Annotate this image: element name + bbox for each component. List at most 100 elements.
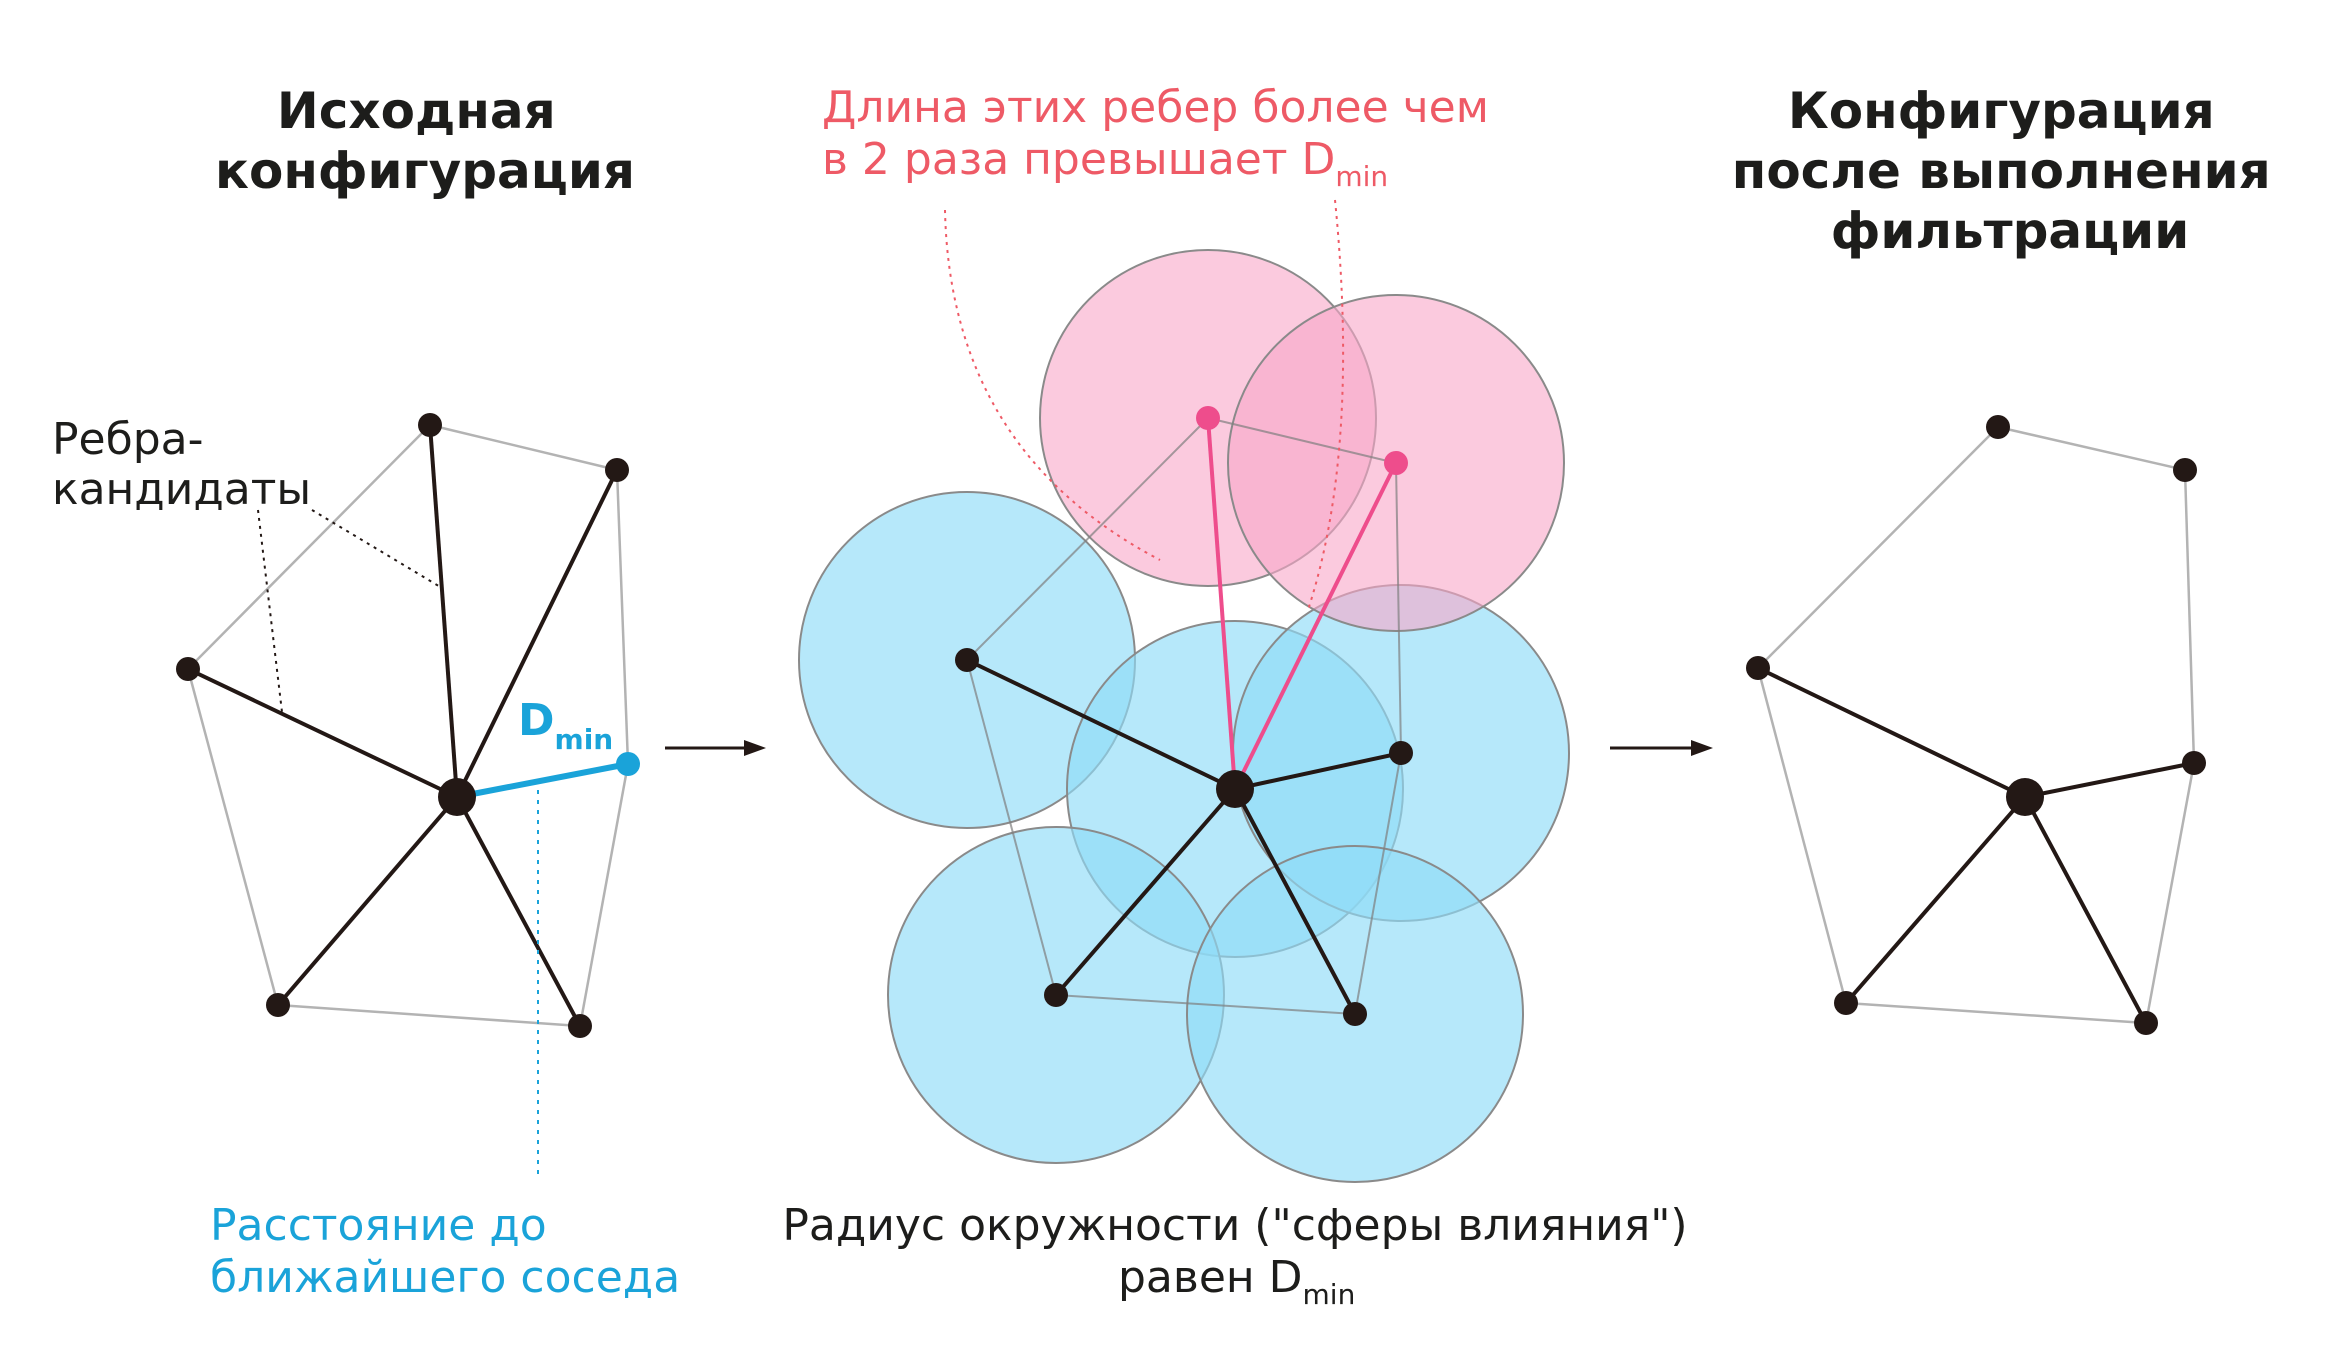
- spoke-edge: [1844, 795, 2027, 1005]
- long-edges-line2: в 2 раза превышает D: [822, 134, 1335, 185]
- spoke-edge: [276, 795, 459, 1007]
- candidate-edges-line2: кандидаты: [52, 464, 311, 515]
- center-node: [438, 778, 476, 816]
- center-node: [2006, 778, 2044, 816]
- long-edges: [1206, 417, 1398, 790]
- hull-edge: [277, 1003, 581, 1028]
- dmin-label-main: D: [518, 695, 555, 746]
- hull-edge: [1997, 425, 2186, 472]
- hull-edge: [1757, 426, 1999, 669]
- left-graph: Dmin Ребра- кандидаты Расстояние до ближ…: [52, 413, 680, 1303]
- left-title-line2: конфигурация: [215, 142, 635, 200]
- middle-graph: Длина этих ребер более чем в 2 раза прев…: [782, 82, 1687, 1311]
- spoke-edge: [2024, 761, 2195, 799]
- left-spokes: [187, 424, 619, 1027]
- candidate-pointer: [311, 509, 443, 589]
- spoke-edge: [455, 469, 619, 798]
- gray-edge: [1395, 462, 1402, 754]
- radius-line1: Радиус окружности ("сферы влияния"): [782, 1200, 1687, 1251]
- long-edges-sub: min: [1335, 160, 1388, 193]
- spoke-edge: [187, 667, 458, 799]
- left-nodes: [176, 413, 629, 1038]
- nearest-neighbor-node: [616, 752, 640, 776]
- long-edges-label: Длина этих ребер более чем в 2 раза прев…: [822, 82, 1503, 193]
- spoke-edge: [2023, 796, 2148, 1024]
- nearest-distance-line1: Расстояние до: [210, 1200, 547, 1251]
- right-graph: [1746, 415, 2206, 1035]
- hull-edge: [2183, 469, 2196, 764]
- radius-sub: min: [1303, 1278, 1356, 1311]
- right-spokes: [1757, 666, 2195, 1024]
- long-edges-line1: Длина этих ребер более чем: [822, 82, 1489, 133]
- gray-edge: [966, 417, 1209, 661]
- hull-edge: [1756, 667, 1848, 1004]
- hull-edge: [2144, 762, 2196, 1024]
- long-edge: [1206, 417, 1237, 790]
- node: [418, 413, 442, 437]
- right-title-line2: после выполнения: [1732, 142, 2271, 200]
- hull-edge: [186, 668, 280, 1006]
- left-title-line1: Исходная: [277, 82, 556, 140]
- dmin-label: Dmin: [518, 695, 613, 756]
- candidate-edges-line1: Ребра-: [52, 414, 204, 465]
- nearest-distance-line2: ближайшего соседа: [210, 1252, 680, 1303]
- dmin-edge: [456, 761, 629, 800]
- spoke-edge: [1757, 666, 2026, 799]
- node: [1384, 451, 1408, 475]
- right-hull-edges: [1756, 425, 2196, 1025]
- node: [1196, 406, 1220, 430]
- hull-edge: [578, 763, 630, 1027]
- node: [266, 993, 290, 1017]
- candidate-pointer: [257, 509, 283, 713]
- spoke-edge: [428, 424, 459, 798]
- spoke-edge: [966, 658, 1236, 791]
- hull-edge: [1845, 1001, 2147, 1025]
- right-title-line1: Конфигурация: [1788, 82, 2215, 140]
- spoke-edge: [1234, 751, 1402, 791]
- radius-line2: равен D: [1118, 1252, 1303, 1303]
- left-title: Исходная конфигурация: [215, 82, 635, 200]
- left-hull-edges: [186, 423, 630, 1028]
- node: [2182, 751, 2206, 775]
- node: [176, 657, 200, 681]
- arrow-1: [665, 740, 766, 756]
- node: [955, 648, 979, 672]
- gray-edge: [966, 659, 1057, 996]
- hull-edge: [615, 469, 630, 765]
- radius-label-2: равен Dmin: [1118, 1252, 1355, 1311]
- node: [1746, 656, 1770, 680]
- node: [1389, 741, 1413, 765]
- hull-edge: [429, 423, 618, 472]
- node: [1834, 991, 1858, 1015]
- gray-edge: [1207, 417, 1397, 464]
- node: [2173, 458, 2197, 482]
- pink-nodes: [1196, 406, 1408, 475]
- gray-edge: [1055, 994, 1356, 1015]
- long-edge-pointers: [944, 199, 1345, 611]
- node: [1986, 415, 2010, 439]
- middle-gray-edges: [966, 417, 1402, 1015]
- right-title-line3: фильтрации: [1831, 202, 2190, 260]
- center-node: [1216, 770, 1254, 808]
- long-edge-pointer: [944, 209, 1161, 561]
- spoke-edge: [1233, 788, 1357, 1015]
- arrow-2: [1610, 740, 1713, 756]
- middle-nodes: [955, 648, 1413, 1026]
- node: [605, 458, 629, 482]
- spoke-edge: [1054, 787, 1237, 997]
- right-title: Конфигурация после выполнения фильтрации: [1732, 82, 2288, 260]
- nearest-distance-label: Расстояние до ближайшего соседа: [210, 1200, 680, 1303]
- middle-spokes: [966, 658, 1402, 1015]
- gray-edge: [1354, 752, 1402, 1015]
- node: [568, 1014, 592, 1038]
- candidate-edges-label: Ребра- кандидаты: [52, 414, 311, 515]
- long-edge-pointer: [1307, 199, 1345, 611]
- node: [1044, 983, 1068, 1007]
- spoke-edge: [455, 796, 582, 1027]
- node: [2134, 1011, 2158, 1035]
- node: [1343, 1002, 1367, 1026]
- dmin-label-sub: min: [555, 723, 614, 756]
- candidate-pointers: [257, 509, 443, 713]
- radius-label: Радиус окружности ("сферы влияния"): [782, 1200, 1687, 1251]
